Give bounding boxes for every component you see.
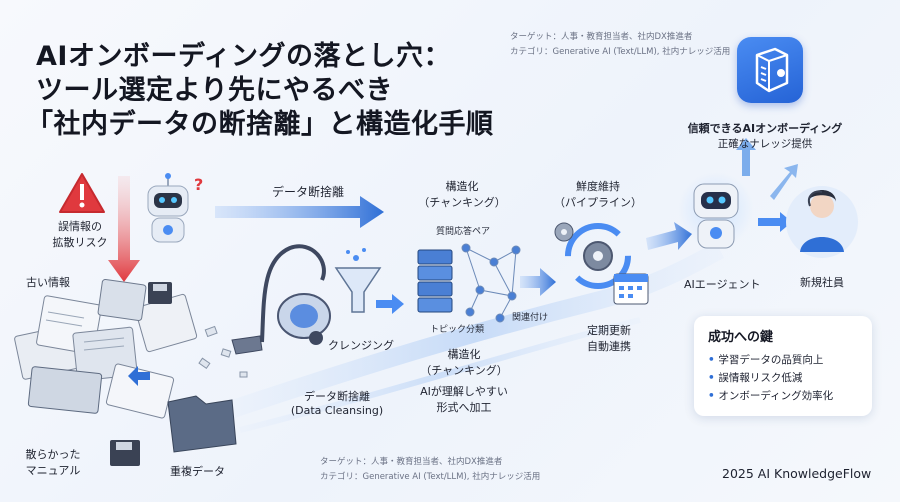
topic-class-label: トピック分類 xyxy=(430,325,485,335)
meta-top: ターゲット：人事・教育担当者、社内DX推進者 カテゴリ：Generative A… xyxy=(510,30,730,60)
scattered-manual-line-1: 散らかった xyxy=(25,448,81,461)
reliable-line-2: 正確なナレッジ提供 xyxy=(717,138,813,150)
success-keys-card: 成功への鍵 学習データの品質向上 誤情報リスク低減 オンボーディング効率化 xyxy=(694,316,872,416)
reliable-onboarding-label: 信頼できるAIオンボーディング 正確なナレッジ提供 xyxy=(660,120,870,151)
title-line-3: 「社内データの断捨離」と構造化手順 xyxy=(26,109,494,140)
new-employee-avatar xyxy=(786,186,858,258)
risk-down-arrow xyxy=(108,176,140,282)
meta-top-category: カテゴリ：Generative AI (Text/LLM), 社内ナレッジ活用 xyxy=(510,47,731,57)
freshness-line-1: 鮮度維持 xyxy=(576,180,620,193)
calendar-icon xyxy=(613,273,649,305)
vacuum-cleaner-icon xyxy=(231,244,331,355)
freshness-line-2: （パイプライン） xyxy=(554,196,642,209)
periodic-line-1: 定期更新 xyxy=(587,324,631,337)
declutter-bottom-line-1: データ断捨離 xyxy=(304,390,370,403)
pipeline-cycle-icon xyxy=(554,222,631,289)
meta-bottom-target: ターゲット：人事・教育担当者、社内DX推進者 xyxy=(320,457,503,467)
structuring-top-line-1: 構造化 xyxy=(445,180,479,193)
qa-pair-label: 質問応答ペア xyxy=(436,227,491,237)
success-keys-title: 成功への鍵 xyxy=(708,330,774,345)
structuring-top-label: 構造化 （チャンキング） xyxy=(412,178,512,210)
duplicate-data-label: 重複データ xyxy=(170,465,225,478)
freshness-label: 鮮度維持 （パイプライン） xyxy=(546,178,650,210)
title-line-1: AIオンボーディングの落とし穴： xyxy=(36,41,452,72)
declutter-bottom-label: データ断捨離 (Data Cleansing) xyxy=(282,388,392,417)
flow-swoosh xyxy=(227,241,725,419)
confused-robot-icon: ? xyxy=(147,173,203,243)
ai-readable-line-1: AIが理解しやすい xyxy=(420,385,508,398)
risk-label: 誤情報の 拡散リスク xyxy=(40,218,120,250)
title-line-2: ツール選定より先にやるべき xyxy=(36,75,393,106)
structuring-bottom-line-1: 構造化 xyxy=(447,348,481,361)
scattered-manual-line-2: マニュアル xyxy=(25,464,81,477)
success-key-item: オンボーディング効率化 xyxy=(708,387,858,405)
ai-readable-line-2: 形式へ加工 xyxy=(436,401,492,414)
reliable-line-1: 信頼できるAIオンボーディング xyxy=(687,122,843,135)
knowledge-app-icon xyxy=(737,37,803,103)
success-key-item: 誤情報リスク低減 xyxy=(708,369,858,387)
structuring-top-line-2: （チャンキング） xyxy=(418,196,506,209)
relations-label: 関連付け xyxy=(512,313,549,323)
new-employee-label: 新規社員 xyxy=(800,276,844,289)
success-keys-list: 学習データの品質向上 誤情報リスク低減 オンボーディング効率化 xyxy=(708,351,858,405)
risk-label-line-2: 拡散リスク xyxy=(52,236,108,249)
scattered-manual-label: 散らかった マニュアル xyxy=(8,446,98,478)
ai-agent-label: AIエージェント xyxy=(684,278,761,291)
cleansing-label: クレンジング xyxy=(328,339,394,352)
old-info-label: 古い情報 xyxy=(26,276,70,289)
periodic-update-label: 定期更新 自動連携 xyxy=(574,322,644,354)
risk-label-line-1: 誤情報の xyxy=(58,220,102,233)
meta-bottom: ターゲット：人事・教育担当者、社内DX推進者 カテゴリ：Generative A… xyxy=(320,455,540,485)
structuring-bottom-line-2: （チャンキング） xyxy=(420,364,508,377)
brand-footer: 2025 AI KnowledgeFlow xyxy=(722,466,872,481)
success-key-item: 学習データの品質向上 xyxy=(708,351,858,369)
declutter-bottom-line-2: (Data Cleansing) xyxy=(290,404,384,417)
svg-text:?: ? xyxy=(194,175,203,194)
ai-readable-label: AIが理解しやすい 形式へ加工 xyxy=(406,383,522,415)
knowledge-graph-icon xyxy=(461,243,521,323)
periodic-line-2: 自動連携 xyxy=(587,340,631,353)
meta-top-target: ターゲット：人事・教育担当者、社内DX推進者 xyxy=(510,32,693,42)
declutter-arrow xyxy=(215,196,384,228)
ai-agent-robot-icon xyxy=(693,183,739,249)
funnel-icon xyxy=(334,248,404,314)
meta-bottom-category: カテゴリ：Generative AI (Text/LLM), 社内ナレッジ活用 xyxy=(320,472,541,482)
document-pile-icon xyxy=(14,279,248,466)
declutter-top-label: データ断捨離 xyxy=(272,185,345,199)
data-blocks-icon xyxy=(417,249,453,313)
warning-icon xyxy=(59,173,105,213)
structuring-bottom-label: 構造化 （チャンキング） xyxy=(414,346,514,378)
